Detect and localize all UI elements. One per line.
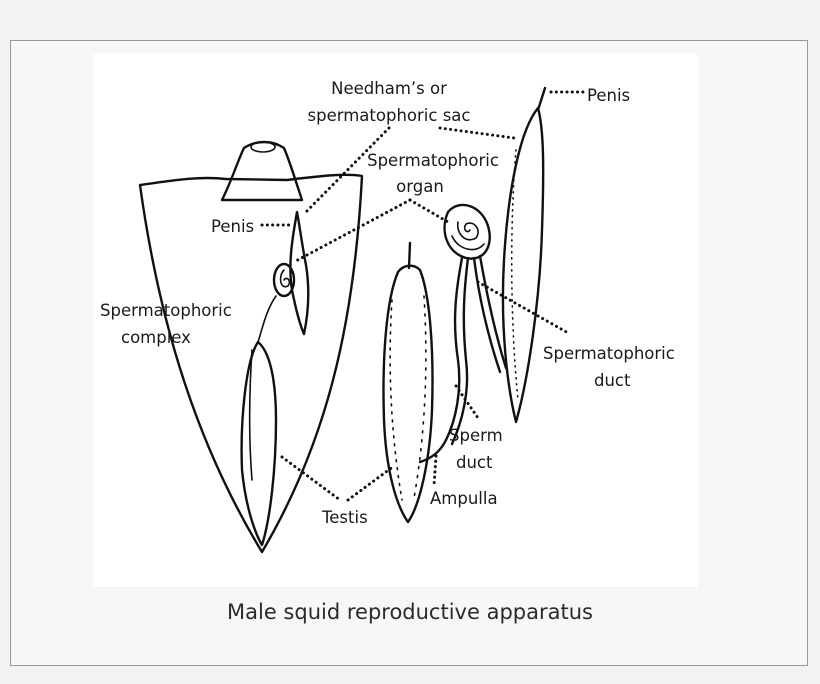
figure-caption: Male squid reproductive apparatus (227, 600, 593, 624)
needhams-sac-drawing (501, 86, 547, 424)
label-sp-duct-line2: duct (594, 371, 631, 390)
label-sp-duct-line1: Spermatophoric (543, 344, 675, 363)
label-ampulla: Ampulla (430, 489, 498, 508)
label-testis: Testis (321, 508, 368, 527)
label-needhams-line1: Needham’s or (331, 79, 447, 98)
spermatophoric-duct-drawing (472, 254, 508, 374)
spermatophoric-complex-drawing (257, 210, 310, 343)
label-sp-complex-line1: Spermatophoric (100, 301, 232, 320)
mantle-body (138, 140, 364, 554)
label-penis-right: Penis (587, 86, 630, 105)
testis-inside-mantle (240, 340, 278, 547)
testis-isolated (382, 241, 434, 524)
label-sp-complex-line2: complex (121, 328, 191, 347)
labels: Needham’s or spermatophoric sac Penis Pe… (100, 79, 675, 527)
label-sperm-duct-line1: Sperm (449, 426, 503, 445)
spermatophoric-organ-drawing (443, 203, 491, 260)
label-sperm-duct-line2: duct (456, 453, 493, 472)
leader-lines (260, 90, 586, 502)
label-needhams-line2: spermatophoric sac (308, 106, 471, 125)
label-sp-organ-line1: Spermatophoric (367, 151, 499, 170)
label-sp-organ-line2: organ (396, 177, 444, 196)
label-penis-left: Penis (211, 217, 254, 236)
